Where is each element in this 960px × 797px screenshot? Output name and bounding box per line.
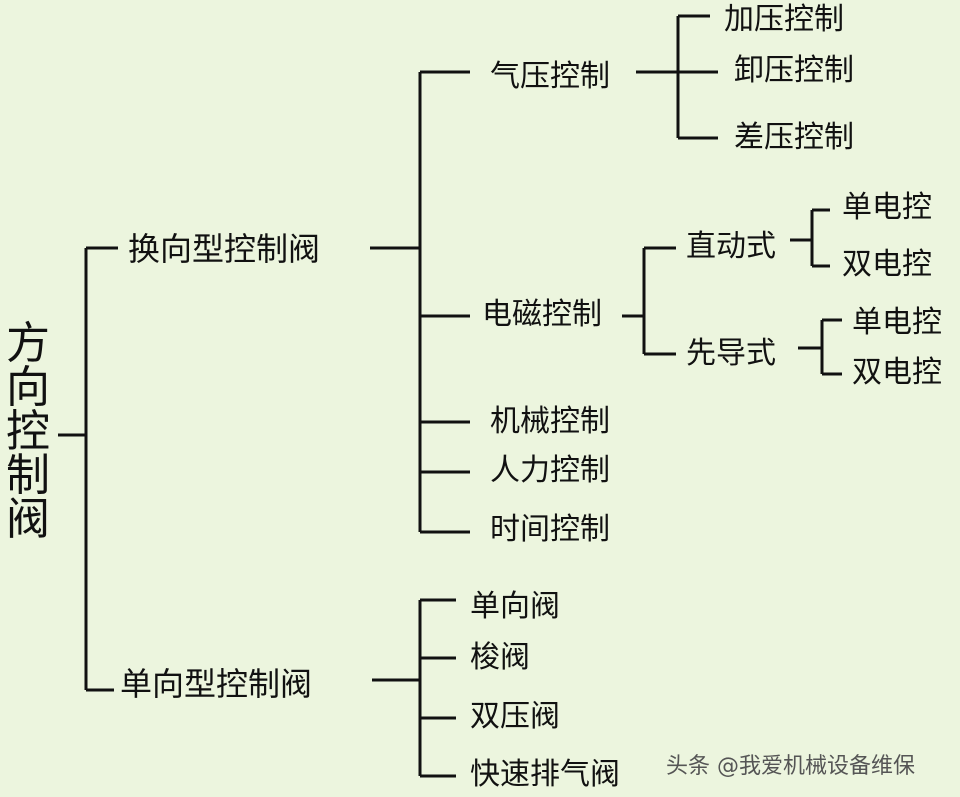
dual-pressure-valve-label: 双压阀 xyxy=(470,699,560,734)
watermark: 头条 @我爱机械设备维保 xyxy=(666,754,915,779)
direct-double-solenoid-label: 双电控 xyxy=(842,247,932,282)
pilot-double-solenoid-label: 双电控 xyxy=(852,355,942,390)
differential-control-label: 差压控制 xyxy=(734,120,854,155)
mechanical-control-label: 机械控制 xyxy=(490,404,610,439)
one-way-valve-label: 单向型控制阀 xyxy=(120,665,313,703)
direct-acting-label: 直动式 xyxy=(686,229,776,264)
electromagnetic-control-label: 电磁控制 xyxy=(482,297,602,332)
reversing-valve-label: 换向型控制阀 xyxy=(128,230,321,268)
pressurize-control-label: 加压控制 xyxy=(724,2,844,37)
check-valve-label: 单向阀 xyxy=(470,589,560,624)
time-control-label: 时间控制 xyxy=(490,512,610,547)
root-label: 方向控制阀 xyxy=(6,318,50,545)
pilot-operated-label: 先导式 xyxy=(686,336,776,371)
pneumatic-control-label: 气压控制 xyxy=(490,59,610,94)
pilot-single-solenoid-label: 单电控 xyxy=(852,305,942,340)
direct-single-solenoid-label: 单电控 xyxy=(842,190,932,225)
manual-control-label: 人力控制 xyxy=(490,453,610,488)
depressurize-control-label: 卸压控制 xyxy=(734,53,854,88)
quick-exhaust-valve-label: 快速排气阀 xyxy=(470,757,620,792)
shuttle-valve-label: 梭阀 xyxy=(470,640,530,675)
